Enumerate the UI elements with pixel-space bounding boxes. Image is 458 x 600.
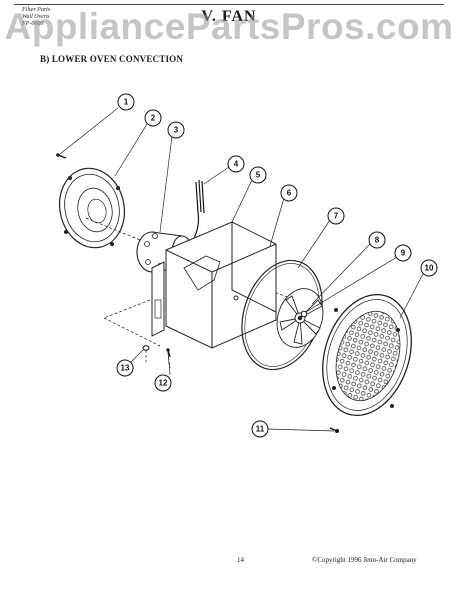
callout-number: 2	[151, 114, 156, 123]
callout-1: 1	[117, 93, 135, 111]
copyright-notice: ©Copyright 1996 Jenn-Air Company	[312, 556, 417, 564]
wire-harness-part	[193, 179, 205, 239]
callout-number: 11	[256, 425, 265, 434]
callout-number: 6	[287, 189, 292, 198]
callout-4: 4	[227, 155, 245, 173]
section-title: V. FAN	[201, 8, 257, 25]
callout-number: 1	[124, 98, 129, 107]
callout-number: 4	[234, 160, 239, 169]
callout-number: 3	[174, 126, 179, 135]
header-line: FP-0000	[22, 21, 44, 27]
screw-part	[166, 348, 171, 358]
washer-part	[142, 345, 150, 351]
fan-blade-part	[276, 288, 324, 348]
page-number: 14	[237, 556, 244, 564]
callout-bubbles: 1 2 3 4 5 6 7 8	[116, 93, 438, 438]
callout-number: 10	[425, 264, 434, 273]
callout-7: 7	[327, 207, 345, 225]
callout-2: 2	[144, 109, 162, 127]
callout-11: 11	[251, 420, 269, 438]
callout-6: 6	[280, 184, 298, 202]
callout-9: 9	[394, 244, 412, 262]
header-line: Wall Ovens	[22, 14, 50, 20]
front-ring-part	[59, 167, 125, 249]
callout-13: 13	[116, 359, 134, 377]
subsection-title: B) LOWER OVEN CONVECTION	[40, 54, 184, 64]
top-rule	[14, 4, 444, 5]
callout-3: 3	[167, 121, 185, 139]
housing-bracket-part	[151, 221, 277, 349]
callout-10: 10	[420, 259, 438, 277]
screw-part	[329, 427, 339, 433]
callout-leader-lines	[59, 107, 425, 432]
callout-number: 9	[401, 249, 406, 258]
grille-cover-part	[322, 293, 412, 417]
callout-8: 8	[368, 231, 386, 249]
header-line: Filter Parts	[22, 7, 51, 13]
callout-number: 13	[121, 364, 130, 373]
callout-5: 5	[249, 166, 267, 184]
callout-number: 5	[256, 171, 261, 180]
callout-number: 8	[375, 236, 380, 245]
callout-12: 12	[154, 374, 172, 392]
screw-part	[56, 153, 67, 159]
callout-number: 7	[334, 212, 339, 221]
callout-number: 12	[159, 379, 168, 388]
nut-part	[300, 310, 308, 318]
document-header: Filter Parts Wall Ovens FP-0000	[22, 7, 50, 28]
